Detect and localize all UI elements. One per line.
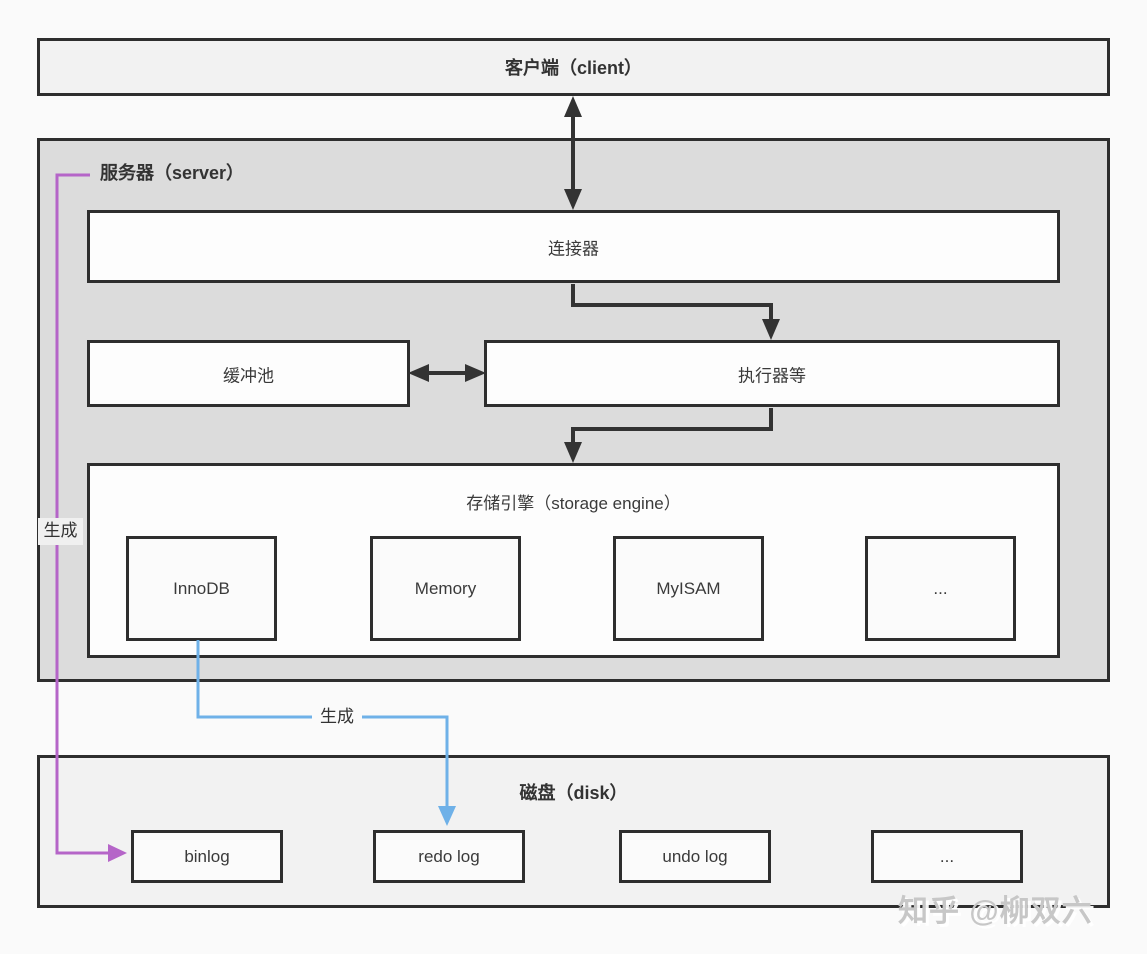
watermark: 知乎 @柳双六 — [898, 895, 1093, 928]
file-redolog-label: redo log — [418, 846, 480, 866]
file-undolog-label: undo log — [662, 846, 728, 866]
buffer-pool-label: 缓冲池 — [223, 366, 274, 385]
executor-label: 执行器等 — [738, 366, 806, 385]
engine-ellipsis-box: ... — [865, 536, 1016, 641]
file-binlog-box: binlog — [131, 830, 283, 883]
client-label: 客户端（client） — [504, 58, 642, 78]
engine-memory-label: Memory — [414, 578, 477, 598]
client-box: 客户端（client） — [37, 38, 1110, 96]
file-undolog-box: undo log — [619, 830, 771, 883]
engine-innodb-label: InnoDB — [173, 578, 230, 598]
connector-label: 连接器 — [548, 239, 599, 258]
storage-engine-box: 存储引擎（storage engine） InnoDB Memory MyISA… — [87, 463, 1060, 658]
file-redolog-box: redo log — [373, 830, 525, 883]
engine-myisam-label: MyISAM — [656, 578, 721, 598]
binlog-edge-label: 生成 — [38, 518, 83, 545]
engine-myisam-box: MyISAM — [613, 536, 764, 641]
executor-box: 执行器等 — [484, 340, 1060, 407]
buffer-pool-box: 缓冲池 — [87, 340, 410, 407]
file-binlog-label: binlog — [184, 846, 230, 866]
disk-label: 磁盘（disk） — [519, 783, 628, 803]
connector-box: 连接器 — [87, 210, 1060, 283]
storage-engine-label: 存储引擎（storage engine） — [466, 494, 681, 513]
engine-ellipsis-label: ... — [933, 578, 948, 598]
engine-memory-box: Memory — [370, 536, 521, 641]
redolog-edge-label: 生成 — [312, 704, 362, 731]
server-label: 服务器（server） — [100, 163, 245, 183]
file-ellipsis-label: ... — [939, 846, 955, 866]
engine-innodb-box: InnoDB — [126, 536, 277, 641]
file-ellipsis-box: ... — [871, 830, 1023, 883]
